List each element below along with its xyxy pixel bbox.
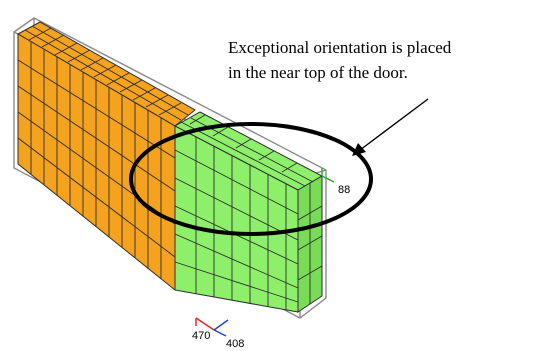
green-cargo-stack bbox=[173, 111, 324, 313]
width-dimension-label: 408 bbox=[226, 338, 244, 350]
length-dimension-label: 470 bbox=[192, 330, 210, 342]
width-axis-marker bbox=[213, 319, 229, 337]
length-axis-marker bbox=[195, 317, 215, 331]
annotation-text: Exceptional orientation is placed in the… bbox=[228, 35, 546, 85]
height-dimension-label: 88 bbox=[338, 184, 350, 196]
orange-cargo-top bbox=[16, 21, 196, 127]
callout-arrow bbox=[352, 98, 429, 156]
height-axis-marker bbox=[321, 168, 335, 183]
annotation-line-1: Exceptional orientation is placed bbox=[228, 38, 452, 57]
annotation-line-2: in the near top of the door. bbox=[228, 63, 408, 82]
highlight-ellipse bbox=[129, 122, 373, 236]
